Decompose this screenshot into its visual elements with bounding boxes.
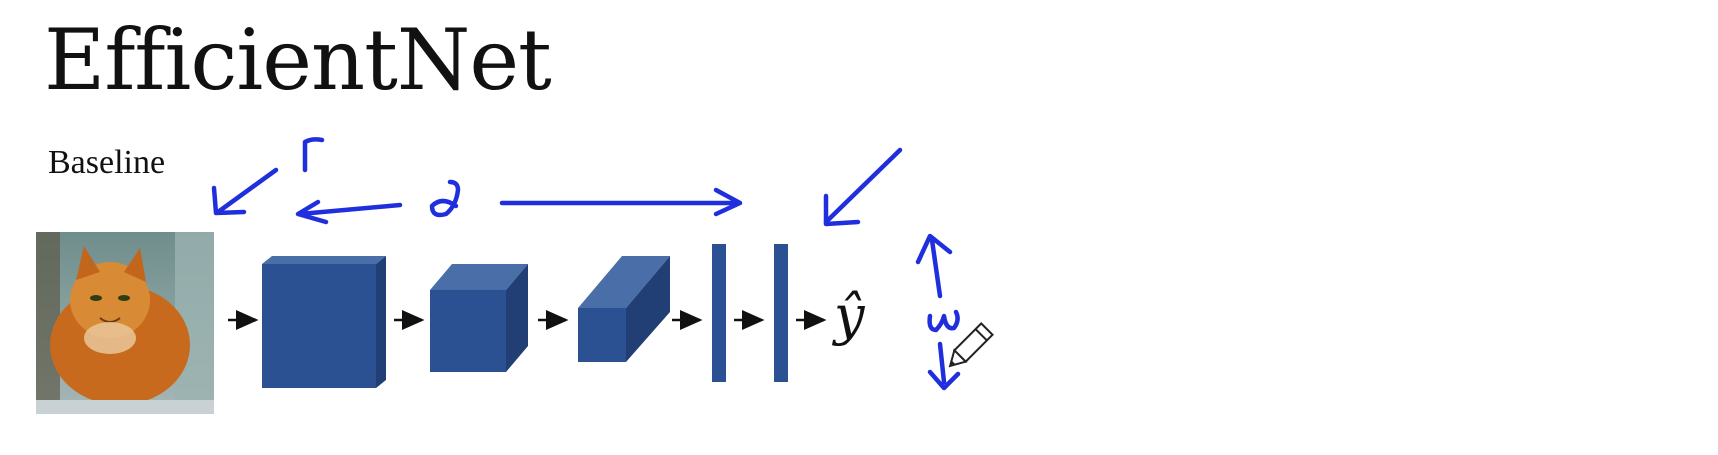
baseline-label: Baseline [48, 144, 166, 181]
width-arrowhead-down [927, 369, 961, 391]
resolution-arrow [215, 167, 279, 215]
width-arrowhead-up [915, 233, 953, 265]
cat-image [36, 232, 214, 414]
conv-block-2 [430, 264, 528, 372]
depth-arrow-left [297, 202, 403, 217]
handwritten-annotations [211, 137, 961, 391]
width-mark [927, 309, 960, 333]
width-arrow-down [937, 341, 947, 385]
conv-block-1 [262, 256, 386, 388]
output-arrowhead [823, 193, 861, 227]
depth-mark [429, 179, 461, 218]
fc-layer-1 [712, 244, 726, 382]
conv-block-3 [578, 256, 670, 362]
depth-arrowhead-right [713, 187, 743, 217]
width-arrow-up [929, 237, 943, 299]
output-arrow [823, 147, 903, 225]
fc-layer-2 [774, 244, 788, 382]
resolution-mark [302, 137, 325, 173]
slide-title: EfficientNet [44, 11, 552, 109]
output-yhat: ŷ [832, 284, 866, 347]
pencil-cursor-icon [948, 322, 994, 368]
resolution-arrowhead [211, 185, 247, 216]
depth-arrowhead-left [295, 199, 329, 225]
